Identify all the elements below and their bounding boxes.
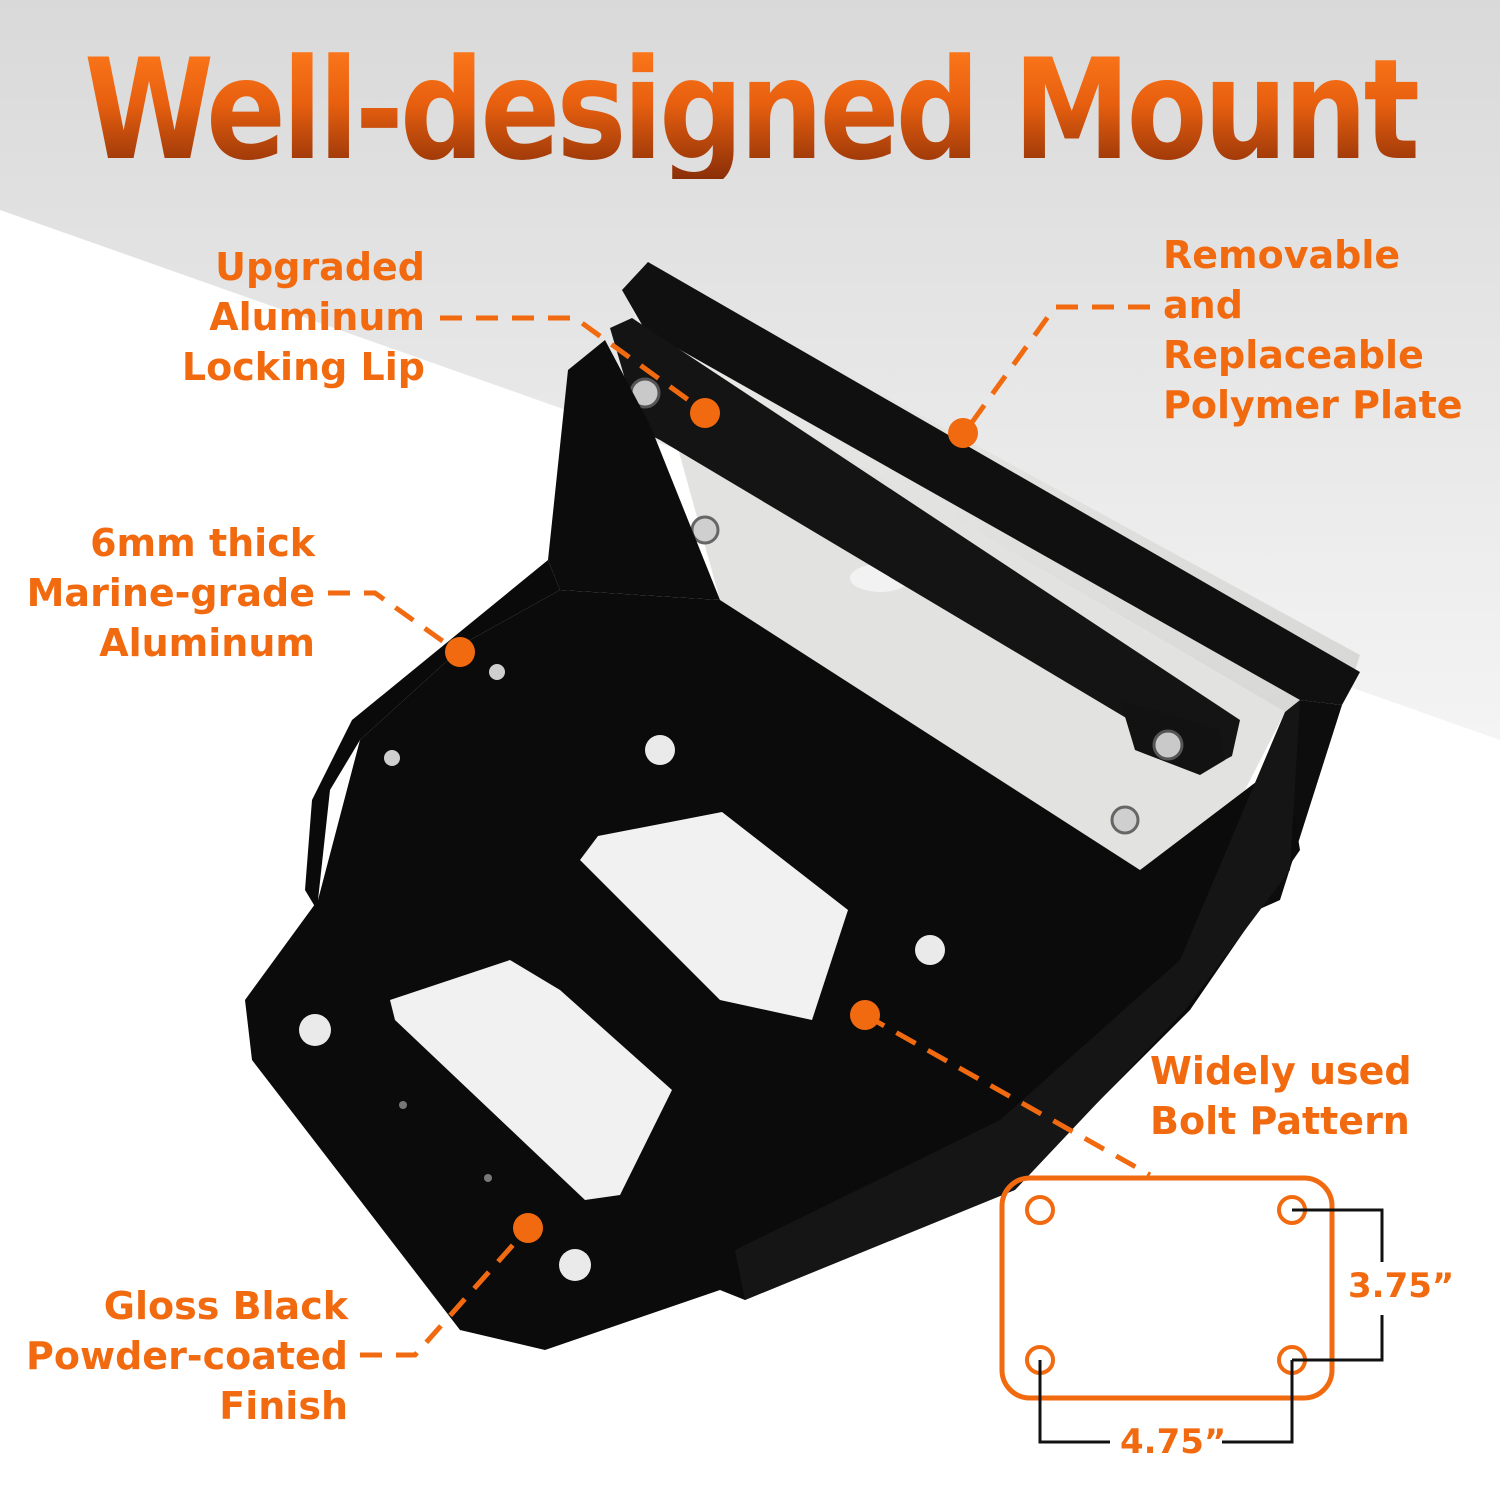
callout-dots xyxy=(445,398,978,1243)
bolt-hole xyxy=(489,664,505,680)
dimension-height: 3.75” xyxy=(1348,1266,1455,1306)
bolt-hole xyxy=(399,1101,407,1109)
callout-finish: Gloss Black Powder-coated Finish xyxy=(26,1284,348,1428)
bolt-pattern-diagram xyxy=(999,1175,1384,1444)
screw-icon xyxy=(690,515,720,545)
screw-icon xyxy=(1110,805,1140,835)
bolt-hole xyxy=(915,935,945,965)
callout-aluminum: 6mm thick Marine-grade Aluminum xyxy=(26,521,315,665)
bolt-hole xyxy=(384,750,400,766)
dimension-width: 4.75” xyxy=(1120,1422,1227,1462)
page-title: Well-designed Mount xyxy=(0,40,1500,179)
bolt-hole xyxy=(484,1174,492,1182)
cutout xyxy=(390,960,672,1200)
bolt-hole xyxy=(559,1249,591,1281)
screw-icon xyxy=(1152,729,1184,761)
callout-locking-lip: Upgraded Aluminum Locking Lip xyxy=(181,245,425,389)
callout-polymer-plate: Removable and Replaceable Polymer Plate xyxy=(1163,233,1463,427)
callout-bolt-pattern: Widely used Bolt Pattern xyxy=(1150,1049,1412,1143)
cutout xyxy=(580,812,848,1020)
locking-lip-bar xyxy=(610,318,1240,835)
bolt-hole xyxy=(299,1014,331,1046)
bolt-hole xyxy=(645,735,675,765)
callout-leaders xyxy=(328,304,1152,1358)
